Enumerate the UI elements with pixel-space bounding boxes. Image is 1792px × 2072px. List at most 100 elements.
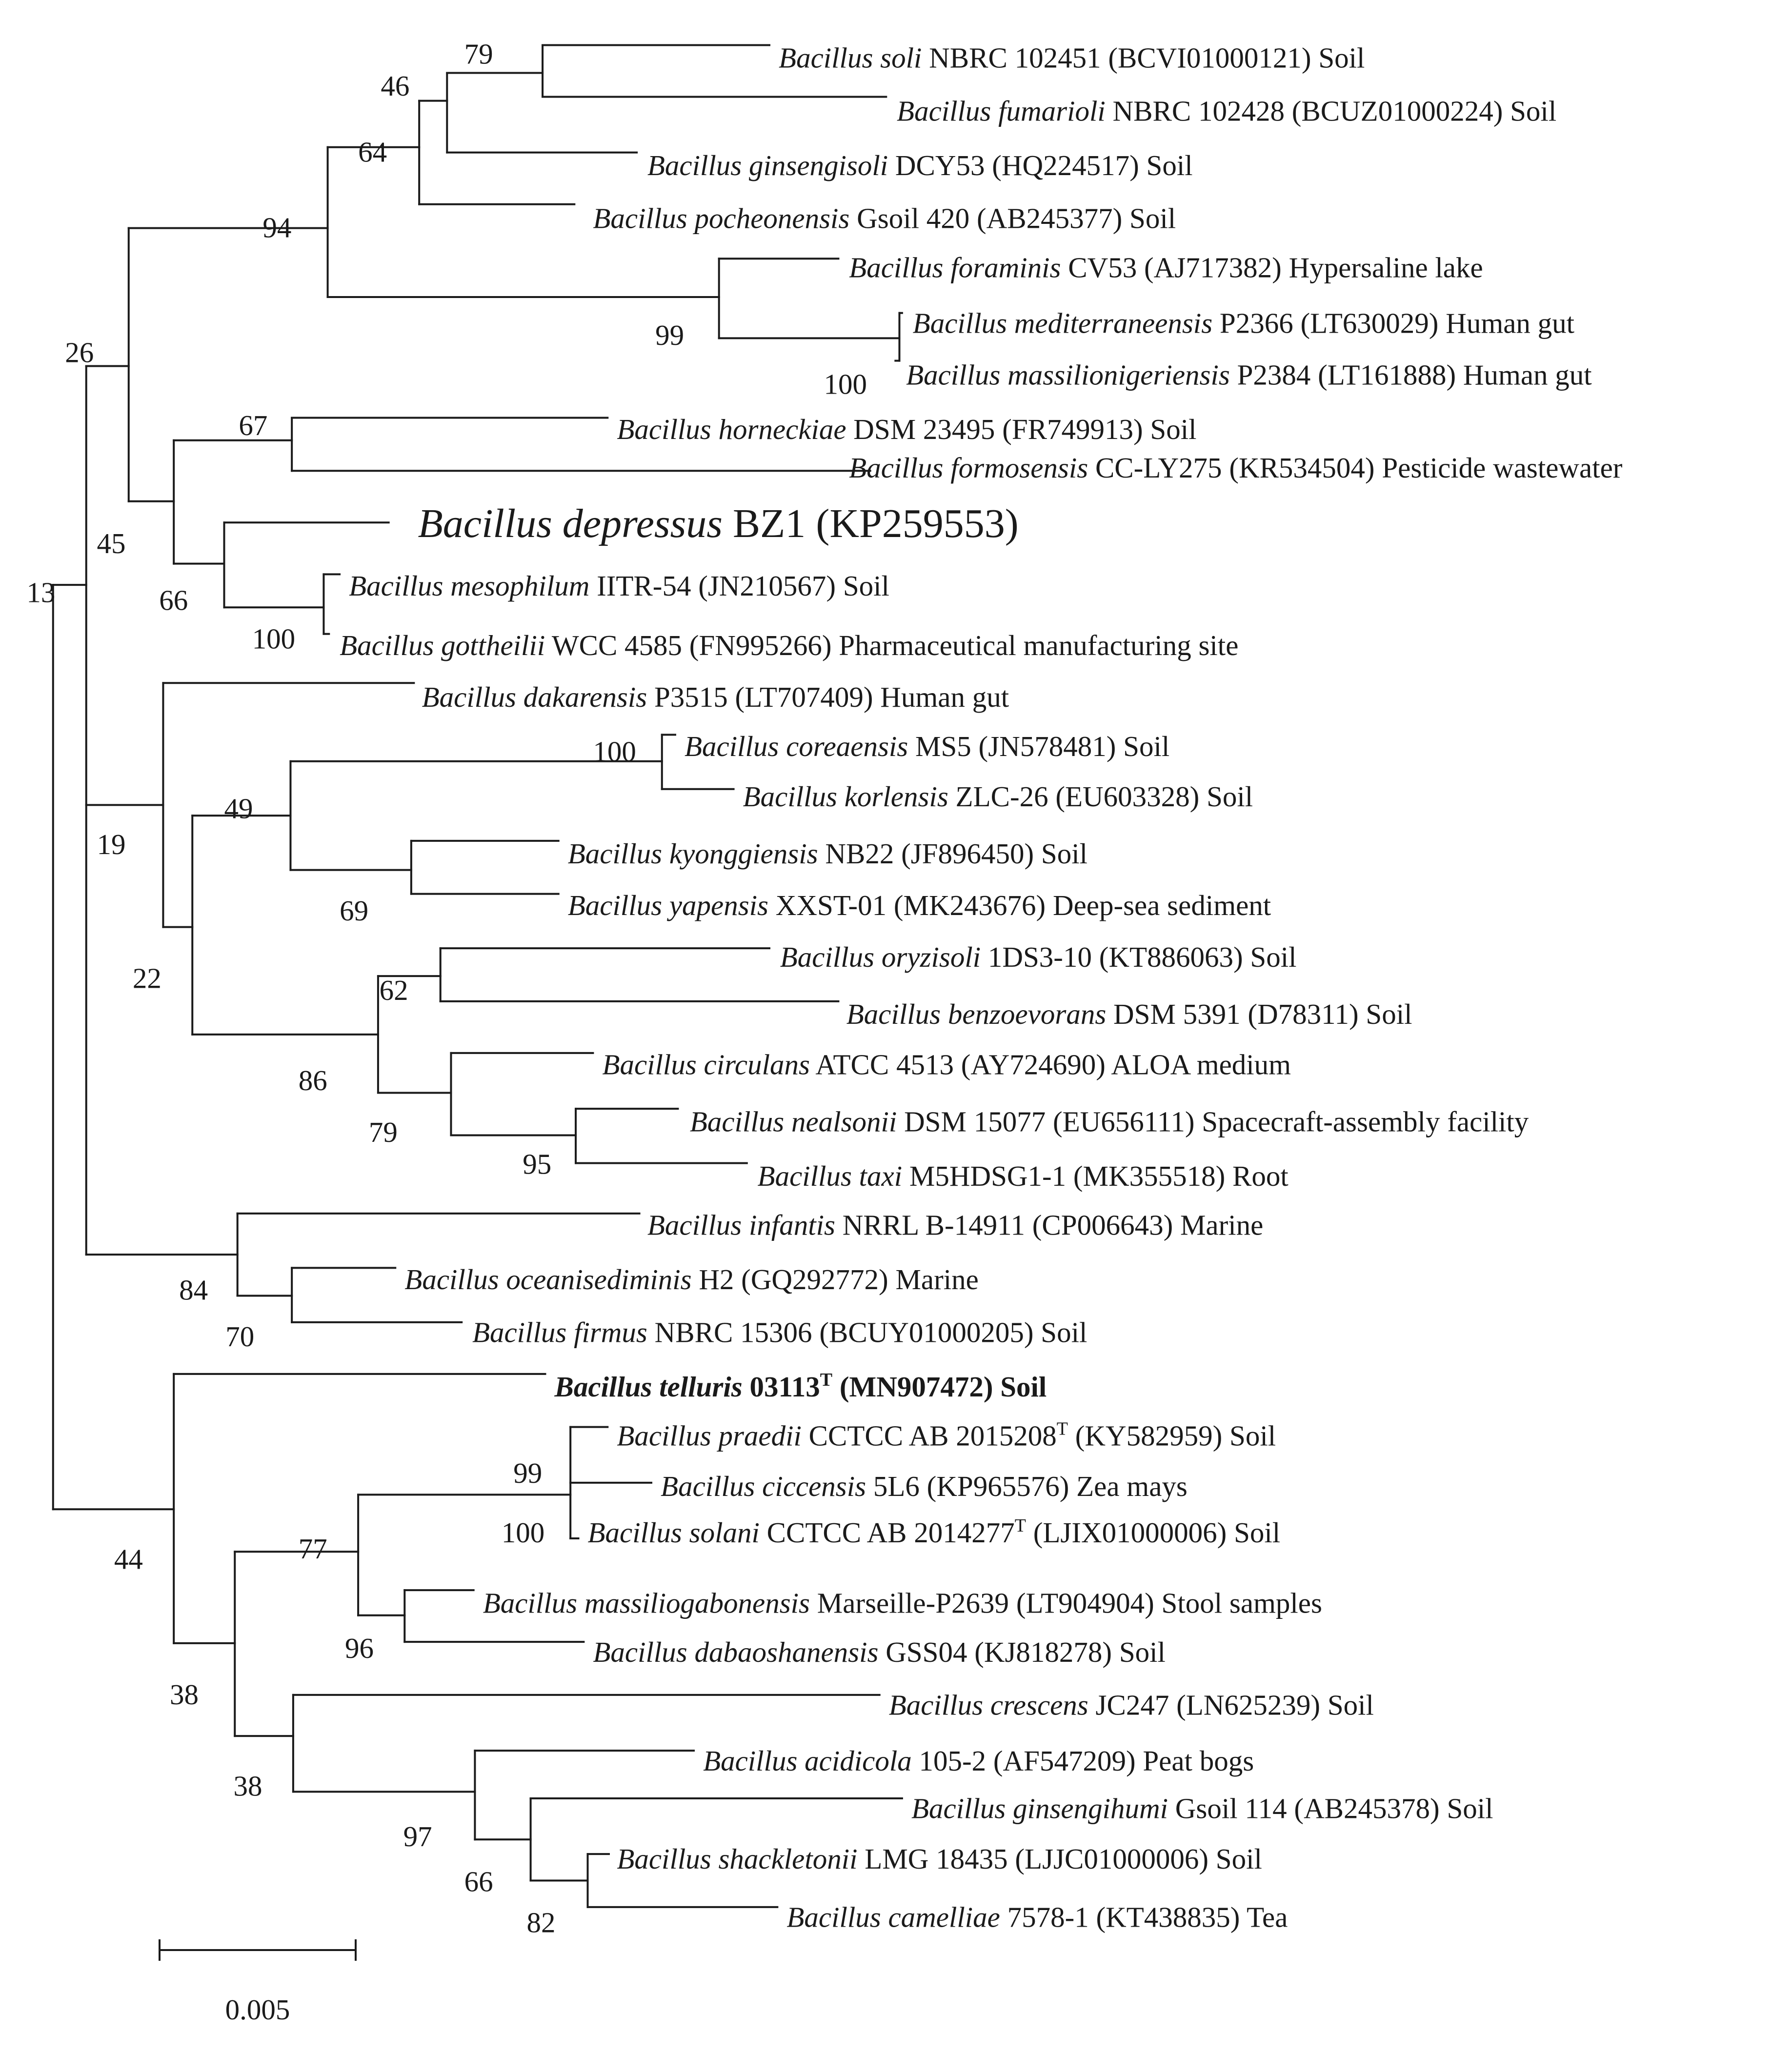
isolation-source: Human gut	[873, 681, 1009, 713]
leaf-label-mesophilum: Bacillus mesophilum IITR-54 (JN210567) S…	[349, 570, 889, 602]
bootstrap-value: 62	[380, 974, 408, 1006]
accession-number: (KT438835)	[1089, 1901, 1240, 1933]
isolation-source: Human gut	[1456, 359, 1592, 391]
species-name: Bacillus depressus	[418, 501, 723, 546]
leaf-label-telluris: Bacillus telluris 03113T (MN907472) Soil	[554, 1370, 1047, 1403]
bootstrap-value: 38	[234, 1770, 262, 1802]
leaf-label-shackletonii: Bacillus shackletonii LMG 18435 (LJJC010…	[617, 1843, 1262, 1875]
accession-number: (HQ224517)	[985, 149, 1139, 181]
isolation-source: Tea	[1240, 1901, 1288, 1933]
accession-number: (KP259553)	[805, 501, 1018, 546]
accession-number: (CP006643)	[1025, 1209, 1173, 1241]
strain-name: P3515	[647, 681, 728, 713]
strain-name: 03113	[743, 1371, 820, 1403]
species-name: Bacillus formosensis	[849, 452, 1088, 484]
scale-bar: 0.005	[159, 1939, 357, 2026]
isolation-source: Soil	[1199, 780, 1253, 813]
leaf-label-praedii: Bacillus praedii CCTCC AB 2015208T (KY58…	[617, 1419, 1276, 1452]
accession-number: (LT707409)	[728, 681, 873, 713]
bootstrap-value: 26	[65, 336, 94, 368]
leaf-label-nealsonii: Bacillus nealsonii DSM 15077 (EU656111) …	[690, 1105, 1529, 1137]
leaf-labels: Bacillus soli NBRC 102451 (BCVI01000121)…	[340, 42, 1623, 1933]
accession-number: (AJ717382)	[1137, 251, 1282, 283]
strain-name: IITR-54	[589, 570, 691, 602]
leaf-label-acidicola: Bacillus acidicola 105-2 (AF547209) Peat…	[703, 1745, 1254, 1777]
species-name: Bacillus massilionigeriensis	[906, 359, 1230, 391]
accession-number: (LJIX01000006)	[1033, 1516, 1227, 1549]
species-name: Bacillus solani	[588, 1516, 760, 1549]
accession-number: (KT886063)	[1092, 941, 1243, 973]
strain-name: DSM 15077	[897, 1105, 1046, 1137]
accession-number: (EU656111)	[1046, 1105, 1194, 1137]
leaf-label-firmus: Bacillus firmus NBRC 15306 (BCUY01000205…	[472, 1316, 1087, 1349]
accession-number: (FN995266)	[682, 629, 831, 661]
isolation-source: Soil	[993, 1371, 1047, 1403]
species-name: Bacillus infantis	[647, 1209, 835, 1241]
strain-name: NRRL B-14911	[835, 1209, 1025, 1241]
species-name: Bacillus mesophilum	[349, 570, 589, 602]
isolation-source: Pharmaceutical manufacturing site	[832, 629, 1239, 661]
species-name: Bacillus foraminis	[849, 251, 1061, 283]
strain-name: GSS04	[878, 1636, 967, 1668]
bootstrap-value: 96	[345, 1632, 374, 1664]
species-name: Bacillus fumarioli	[897, 95, 1106, 127]
bootstrap-value: 84	[179, 1274, 208, 1306]
bootstrap-value: 100	[252, 623, 296, 655]
leaf-label-coreaensis: Bacillus coreaensis MS5 (JN578481) Soil	[685, 730, 1169, 762]
accession-number: (JN578481)	[971, 730, 1116, 762]
accession-number: (EU603328)	[1048, 780, 1200, 813]
strain-name: DSM 23495	[846, 413, 995, 445]
accession-number: (KR534504)	[1222, 452, 1375, 484]
leaf-label-ginsengihumi: Bacillus ginsengihumi Gsoil 114 (AB24537…	[911, 1793, 1493, 1825]
isolation-source: Zea mays	[1069, 1470, 1187, 1502]
type-strain-marker: T	[1057, 1419, 1068, 1439]
isolation-source: Soil	[1320, 1689, 1374, 1721]
strain-name: NBRC 15306	[647, 1316, 812, 1349]
bootstrap-value: 97	[403, 1820, 432, 1853]
strain-name: MS5	[908, 730, 971, 762]
accession-number: (BCUZ01000224)	[1285, 95, 1503, 127]
isolation-source: ALOA medium	[1106, 1048, 1291, 1080]
strain-name: JC247	[1088, 1689, 1169, 1721]
isolation-source: Deep-sea sediment	[1046, 889, 1271, 921]
species-name: Bacillus gottheilii	[340, 629, 545, 661]
bootstrap-value: 45	[97, 527, 125, 559]
bootstrap-value: 82	[526, 1907, 555, 1939]
species-name: Bacillus coreaensis	[685, 730, 908, 762]
strain-name: BZ1	[723, 501, 805, 546]
accession-number: (AF547209)	[986, 1745, 1135, 1777]
species-name: Bacillus nealsonii	[690, 1105, 897, 1137]
species-name: Bacillus yapensis	[568, 889, 768, 921]
species-name: Bacillus ginsengisoli	[647, 149, 888, 181]
isolation-source: Soil	[1122, 202, 1176, 235]
bootstrap-value: 64	[358, 136, 387, 168]
leaf-label-dakarensis: Bacillus dakarensis P3515 (LT707409) Hum…	[422, 681, 1009, 713]
species-name: Bacillus kyonggiensis	[568, 837, 818, 870]
species-name: Bacillus taxi	[758, 1160, 903, 1192]
species-name: Bacillus crescens	[889, 1689, 1088, 1721]
bootstrap-value: 100	[593, 736, 636, 768]
bootstrap-value: 100	[824, 368, 867, 400]
leaf-label-ginsengisoli: Bacillus ginsengisoli DCY53 (HQ224517) S…	[647, 149, 1193, 181]
species-name: Bacillus soli	[779, 42, 922, 74]
isolation-source: Soil	[1143, 413, 1197, 445]
accession-number: (MK243676)	[886, 889, 1046, 921]
accession-number: (JN210567)	[691, 570, 836, 602]
leaf-label-soli: Bacillus soli NBRC 102451 (BCVI01000121)…	[779, 42, 1365, 74]
isolation-source: Soil	[1222, 1420, 1276, 1452]
strain-name: DSM 5391	[1106, 998, 1240, 1030]
leaf-label-formosensis: Bacillus formosensis CC-LY275 (KR534504)…	[849, 452, 1623, 484]
accession-number: (AB245378)	[1287, 1793, 1440, 1825]
accession-number: (AB245377)	[969, 202, 1122, 235]
bootstrap-value: 86	[299, 1064, 327, 1096]
bootstrap-value: 100	[502, 1516, 545, 1549]
species-name: Bacillus firmus	[472, 1316, 647, 1349]
isolation-source: Soil	[1208, 1843, 1262, 1875]
accession-number: (LT904904)	[1009, 1587, 1154, 1619]
strain-name: 7578-1	[1000, 1901, 1089, 1933]
strain-name: CC-LY275	[1088, 452, 1222, 484]
leaf-label-foraminis: Bacillus foraminis CV53 (AJ717382) Hyper…	[849, 251, 1483, 283]
bootstrap-value: 67	[239, 409, 267, 441]
